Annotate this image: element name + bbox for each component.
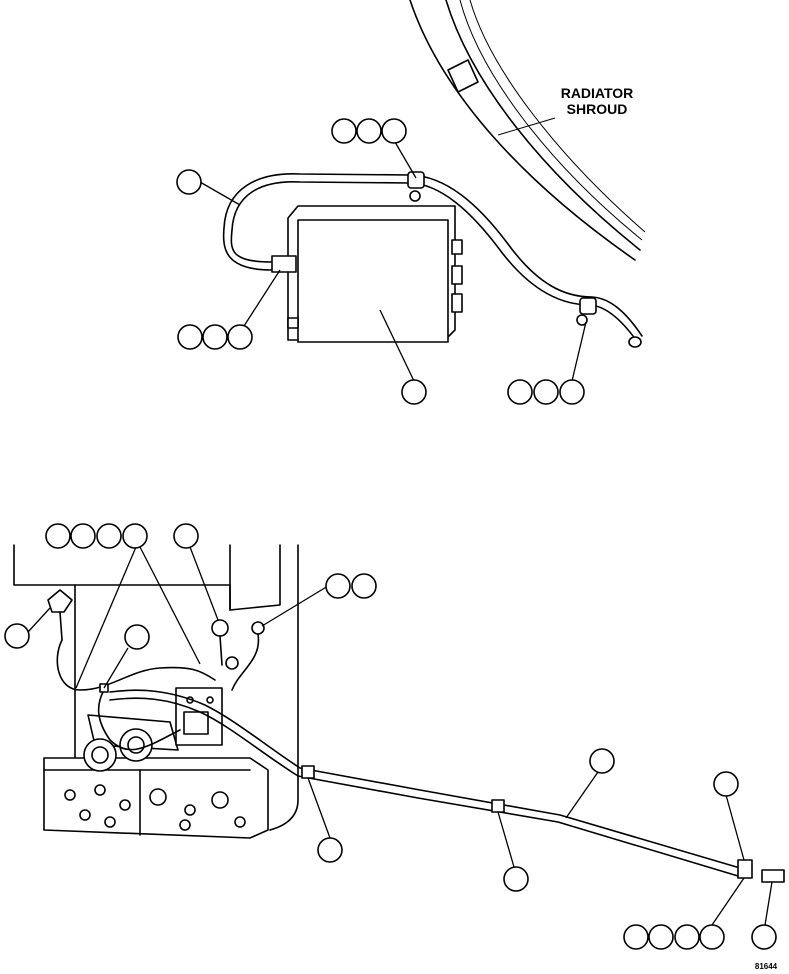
callout-balloon (177, 324, 203, 350)
callout-balloon (202, 324, 228, 350)
rear-harness (109, 689, 785, 883)
top-view: RADIATOR SHROUD (176, 0, 646, 405)
callout-balloon (507, 379, 533, 405)
callout-balloon (699, 924, 725, 950)
rear-frame (13, 544, 299, 831)
figure-code: 81644 (755, 962, 778, 971)
radiator-shroud-label-line1: RADIATOR (561, 85, 634, 101)
callout-balloon (674, 924, 700, 950)
callout-balloon (623, 924, 649, 950)
callout-balloon (559, 379, 585, 405)
top-callouts (176, 118, 587, 405)
callout-balloon (227, 324, 253, 350)
callout-balloon (648, 924, 674, 950)
end-connector (761, 869, 785, 883)
callout-balloon (173, 523, 199, 549)
bottom-callouts (4, 523, 777, 950)
callout-balloon (351, 573, 377, 599)
clamp-bolt-lower (576, 314, 588, 326)
callout-balloon (325, 573, 351, 599)
callout-balloon (317, 837, 343, 863)
harness-clip (491, 799, 505, 813)
radiator-shroud-label-line2: SHROUD (567, 101, 628, 117)
hose-clamp-upper (407, 171, 425, 189)
callout-balloon (124, 624, 150, 650)
callout-balloon (45, 523, 71, 549)
bottom-view (4, 523, 785, 950)
callout-balloon (356, 118, 382, 144)
callout-balloon (122, 523, 148, 549)
callout-balloon (503, 866, 529, 892)
callout-balloon (589, 748, 615, 774)
clamp-bolt-upper (409, 190, 421, 202)
callout-balloon (96, 523, 122, 549)
rear-lamp-cluster (43, 757, 269, 839)
callout-balloon (70, 523, 96, 549)
callout-balloon (331, 118, 357, 144)
harness-clip (301, 765, 315, 779)
callout-balloon (176, 169, 202, 195)
callout-balloon (4, 623, 30, 649)
callout-balloon (381, 118, 407, 144)
bulkhead-connector (737, 859, 753, 879)
control-box (271, 205, 463, 343)
callout-balloon (533, 379, 559, 405)
callout-balloon (401, 379, 427, 405)
callout-balloon (751, 924, 777, 950)
hose-clamp-lower (579, 297, 597, 315)
radiator-shroud (409, 0, 646, 261)
callout-balloon (713, 771, 739, 797)
